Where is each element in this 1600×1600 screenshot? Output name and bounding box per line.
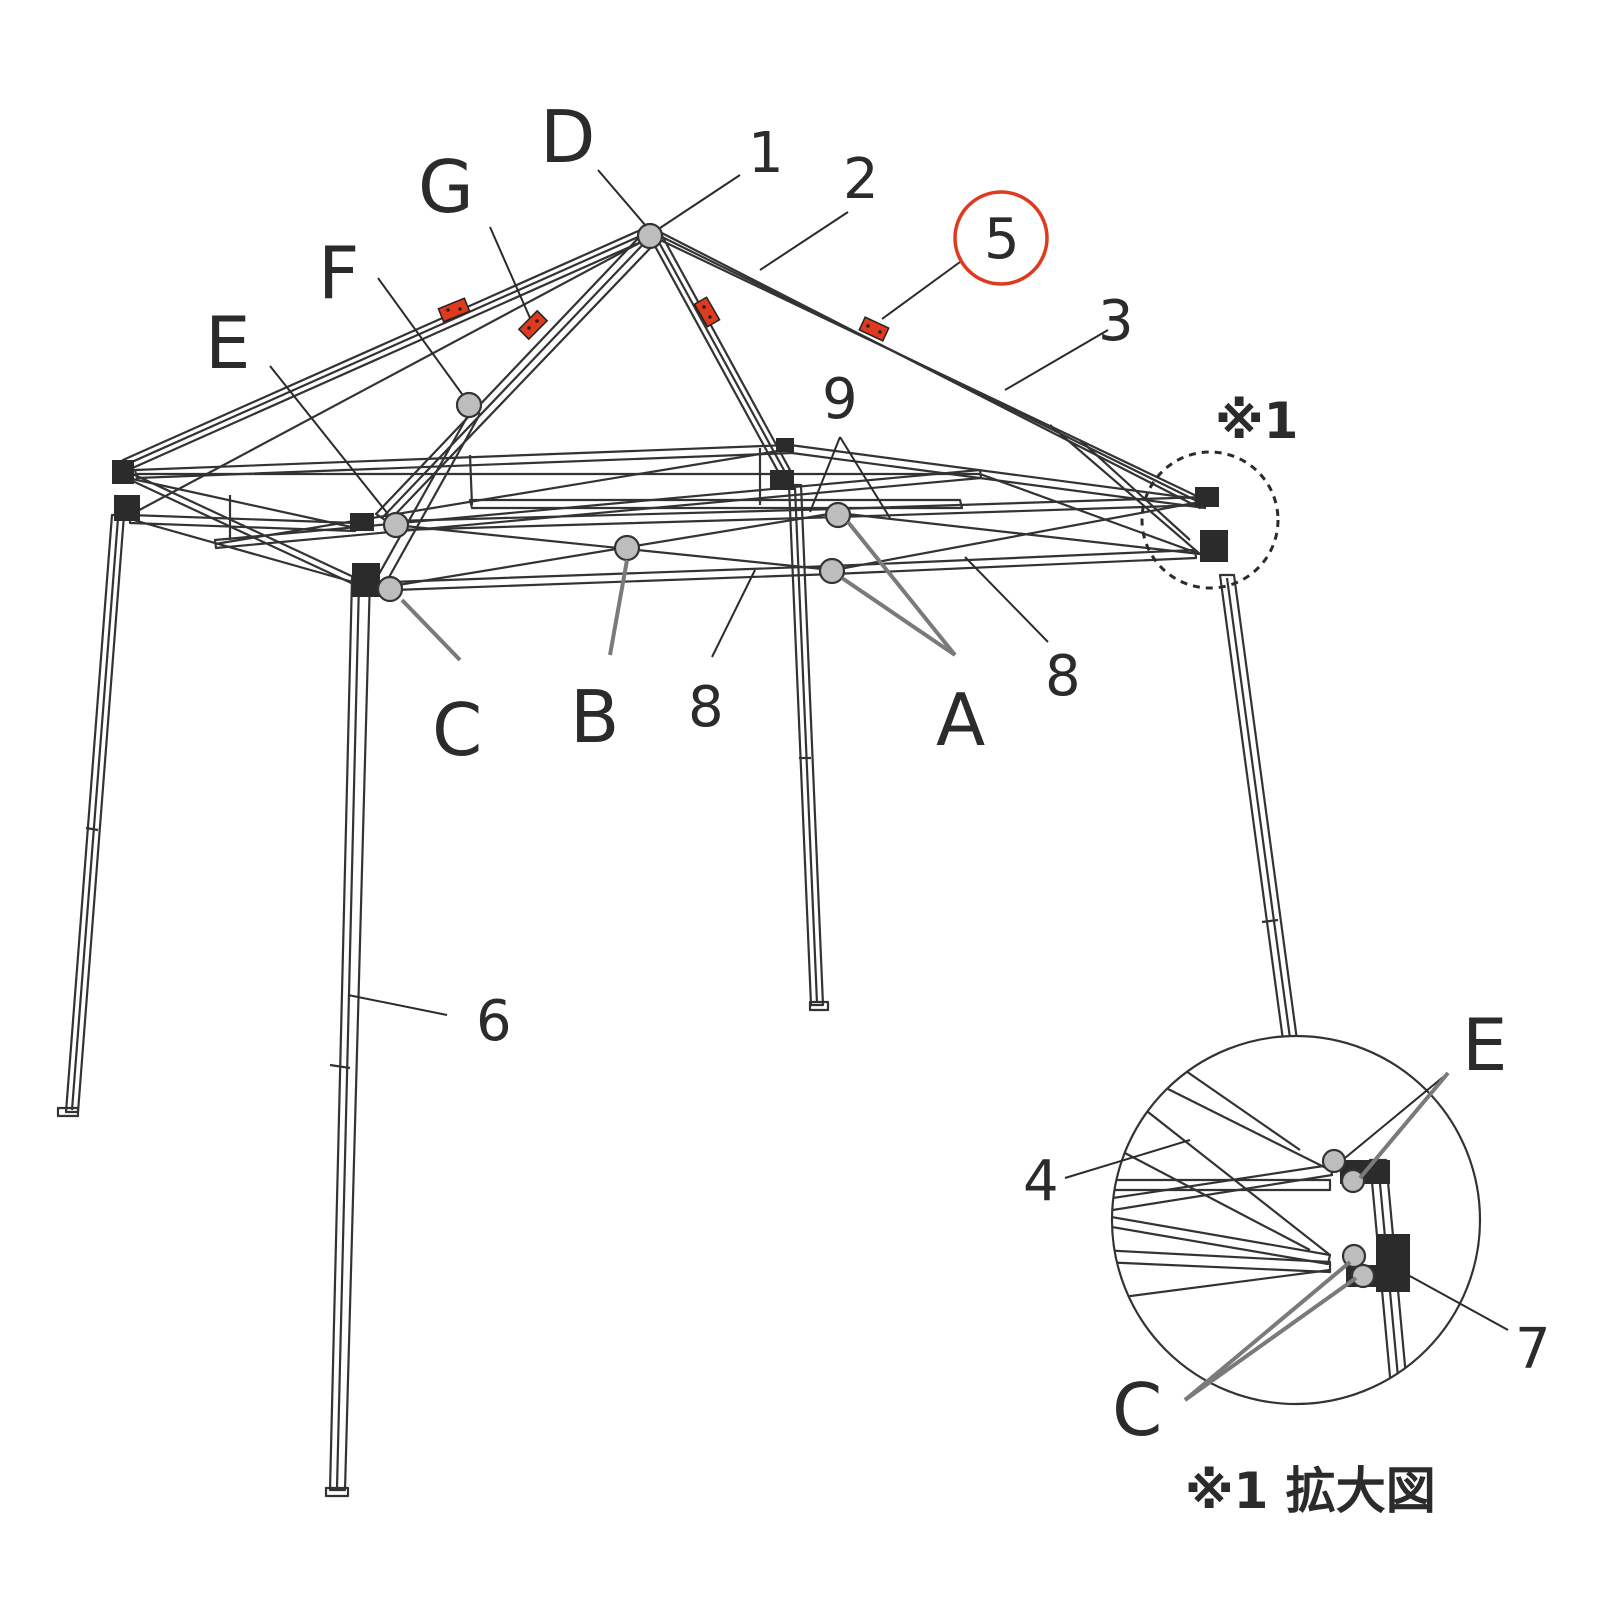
detail-view: E 4 7 C ※1 拡大図 [1023,1003,1551,1520]
label-9: 9 [822,367,858,432]
label-f: F [318,231,359,315]
detail-caption: ※1 拡大図 [1185,1462,1436,1520]
label-b: B [570,675,619,759]
joint-f [455,391,483,419]
main-labels: D 1 2 5 3 G F E 9 C B 8 A 8 6 ※1 [205,95,1298,1054]
detail-marker-label: ※1 [1215,392,1298,450]
label-e: E [205,301,251,385]
joint-b [613,534,641,562]
joint-e [382,511,410,539]
label-2: 2 [843,147,879,212]
label-3: 3 [1098,289,1134,354]
label-g: G [418,145,474,229]
label-6: 6 [476,989,512,1054]
joint-d [636,222,664,250]
detail-label-c: C [1112,1368,1162,1452]
legs [56,483,1299,1498]
joint-c [376,575,404,603]
detail-label-e: E [1462,1003,1508,1087]
detail-label-4: 4 [1023,1149,1059,1214]
highlight-circle-5 [953,190,1049,286]
label-5: 5 [984,207,1020,272]
label-d: D [540,95,595,179]
label-a: A [936,678,985,762]
joint-a-upper [824,501,852,529]
detail-target-circle [1140,450,1280,590]
label-1: 1 [748,121,784,186]
corner-brackets [112,438,1228,597]
red-brackets [437,296,890,342]
label-c: C [432,688,482,772]
joint-a-lower [818,557,846,585]
scissor-truss [122,443,1207,592]
leader-lines [269,169,1109,1016]
label-8-right: 8 [1045,644,1081,709]
joints [376,222,852,603]
detail-label-7: 7 [1515,1317,1551,1382]
label-8-front: 8 [688,675,724,740]
